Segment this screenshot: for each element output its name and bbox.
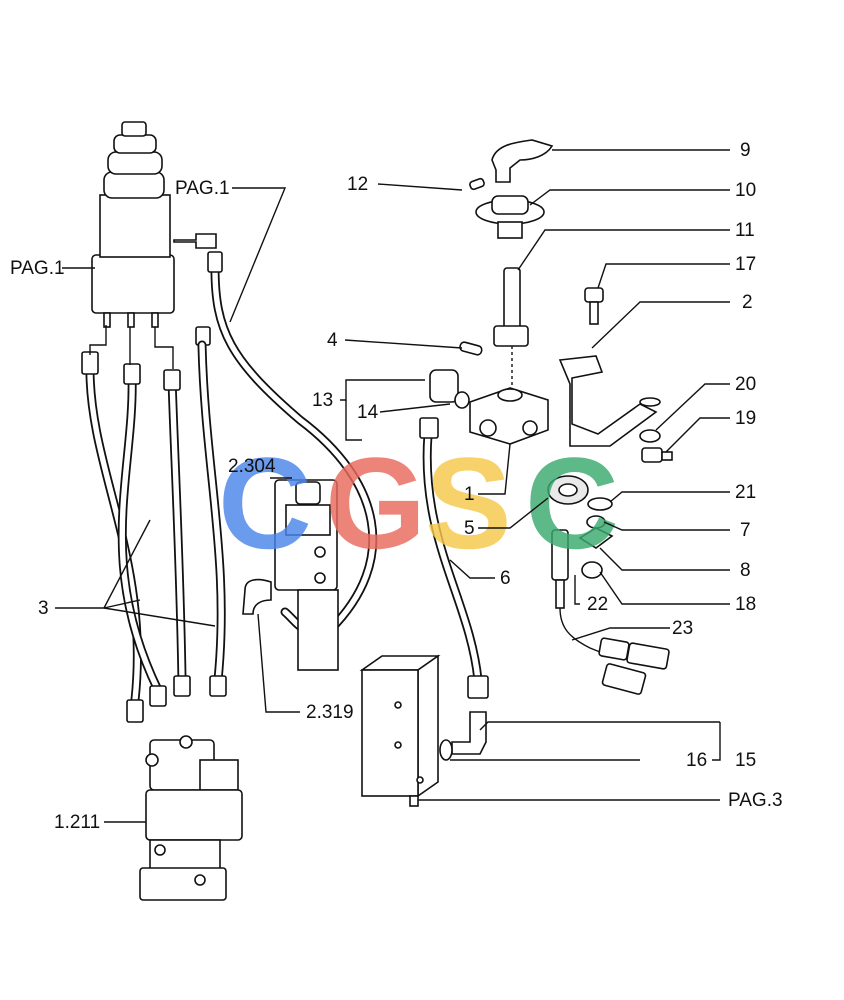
label-15: 15 [735, 750, 756, 771]
label-11: 11 [735, 220, 755, 241]
lever-assembly [429, 139, 554, 445]
label-5: 5 [464, 518, 475, 539]
label-9: 9 [740, 140, 751, 161]
label-pag1-left: PAG.1 [10, 258, 65, 279]
watermark-letter-c1: C [218, 430, 312, 576]
label-2: 2 [742, 292, 753, 313]
part-labels: 9 10 11 12 17 2 4 13 14 20 19 1 5 21 7 8… [10, 140, 783, 833]
watermark-letter-c2: C [525, 430, 619, 576]
label-3: 3 [38, 598, 49, 619]
label-pag3: PAG.3 [728, 790, 783, 811]
label-21: 21 [735, 482, 756, 503]
label-19: 19 [735, 408, 756, 429]
control-valve-1211 [139, 735, 243, 901]
label-2304: 2.304 [228, 456, 276, 477]
label-2319: 2.319 [306, 702, 354, 723]
label-12: 12 [347, 174, 368, 195]
label-1: 1 [464, 484, 475, 505]
label-10: 10 [735, 180, 756, 201]
label-7: 7 [740, 520, 751, 541]
watermark-letter-g: G [325, 430, 426, 576]
valve-2304 [242, 479, 339, 671]
label-20: 20 [735, 374, 756, 395]
label-22: 22 [587, 594, 608, 615]
pilot-valve [91, 121, 217, 346]
label-23: 23 [672, 618, 693, 639]
label-13: 13 [312, 390, 333, 411]
label-4: 4 [327, 330, 338, 351]
label-17: 17 [735, 254, 756, 275]
hose-6 [419, 417, 489, 761]
label-16: 16 [686, 750, 707, 771]
label-18: 18 [735, 594, 756, 615]
watermark-logo: C G S C [218, 430, 619, 576]
label-14: 14 [357, 402, 379, 423]
hose-bundle [81, 325, 227, 723]
leader-lines [55, 149, 730, 823]
bracket-assembly [547, 287, 673, 695]
distribution-block [359, 654, 441, 807]
label-pag1-top: PAG.1 [175, 178, 230, 199]
label-1211: 1.211 [54, 812, 100, 833]
label-6: 6 [500, 568, 511, 589]
label-8: 8 [740, 560, 751, 581]
watermark-letter-s: S [425, 430, 512, 576]
